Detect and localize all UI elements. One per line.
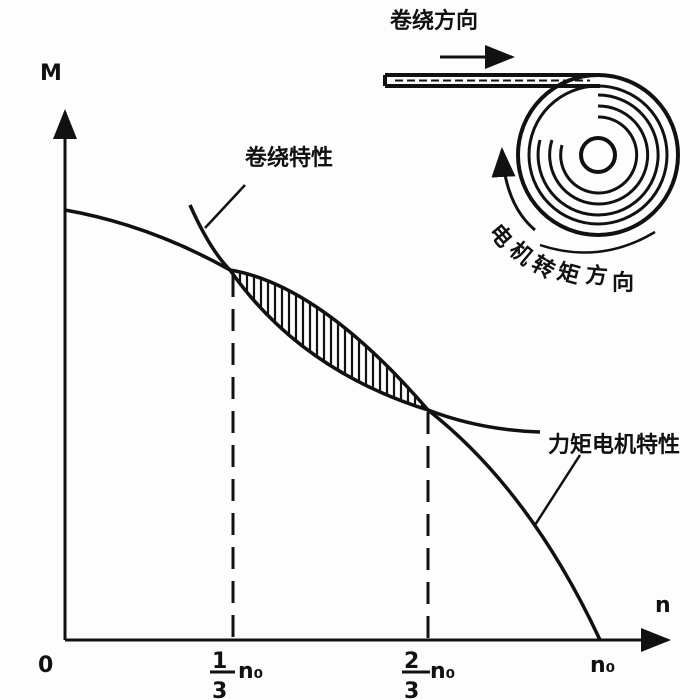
torque-direction-arrow — [491, 147, 536, 232]
tick-two-thirds-num: 2 — [404, 649, 419, 674]
svg-text:方: 方 — [584, 262, 608, 290]
tick-n0: n₀ — [590, 653, 615, 678]
hatched-region — [230, 270, 428, 410]
winding-curve-label: 卷绕特性 — [244, 145, 333, 171]
tick-two-thirds-n: n₀ — [430, 659, 455, 684]
x-axis-label: n — [655, 593, 671, 618]
winding-direction-label: 卷绕方向 — [389, 8, 478, 34]
spool-icon — [383, 73, 680, 237]
motor-label-leader — [533, 454, 582, 526]
torque-arc — [539, 230, 656, 254]
origin-label: 0 — [38, 653, 53, 678]
svg-text:矩: 矩 — [554, 259, 582, 290]
svg-text:向: 向 — [612, 270, 634, 296]
winding-characteristic-curve — [188, 204, 541, 434]
tick-two-thirds-den: 3 — [404, 679, 419, 700]
tick-third-den: 3 — [212, 679, 227, 700]
tick-third-num: 1 — [212, 649, 227, 674]
winding-label-leader — [204, 184, 246, 229]
motor-characteristic-curve — [64, 208, 602, 641]
tick-third-n: n₀ — [238, 659, 263, 684]
motor-curve-label: 力矩电机特性 — [548, 432, 680, 458]
motor-torque-direction-label: 电 机 转 矩 方 向 — [483, 220, 634, 296]
y-axis-label: M — [40, 61, 62, 86]
